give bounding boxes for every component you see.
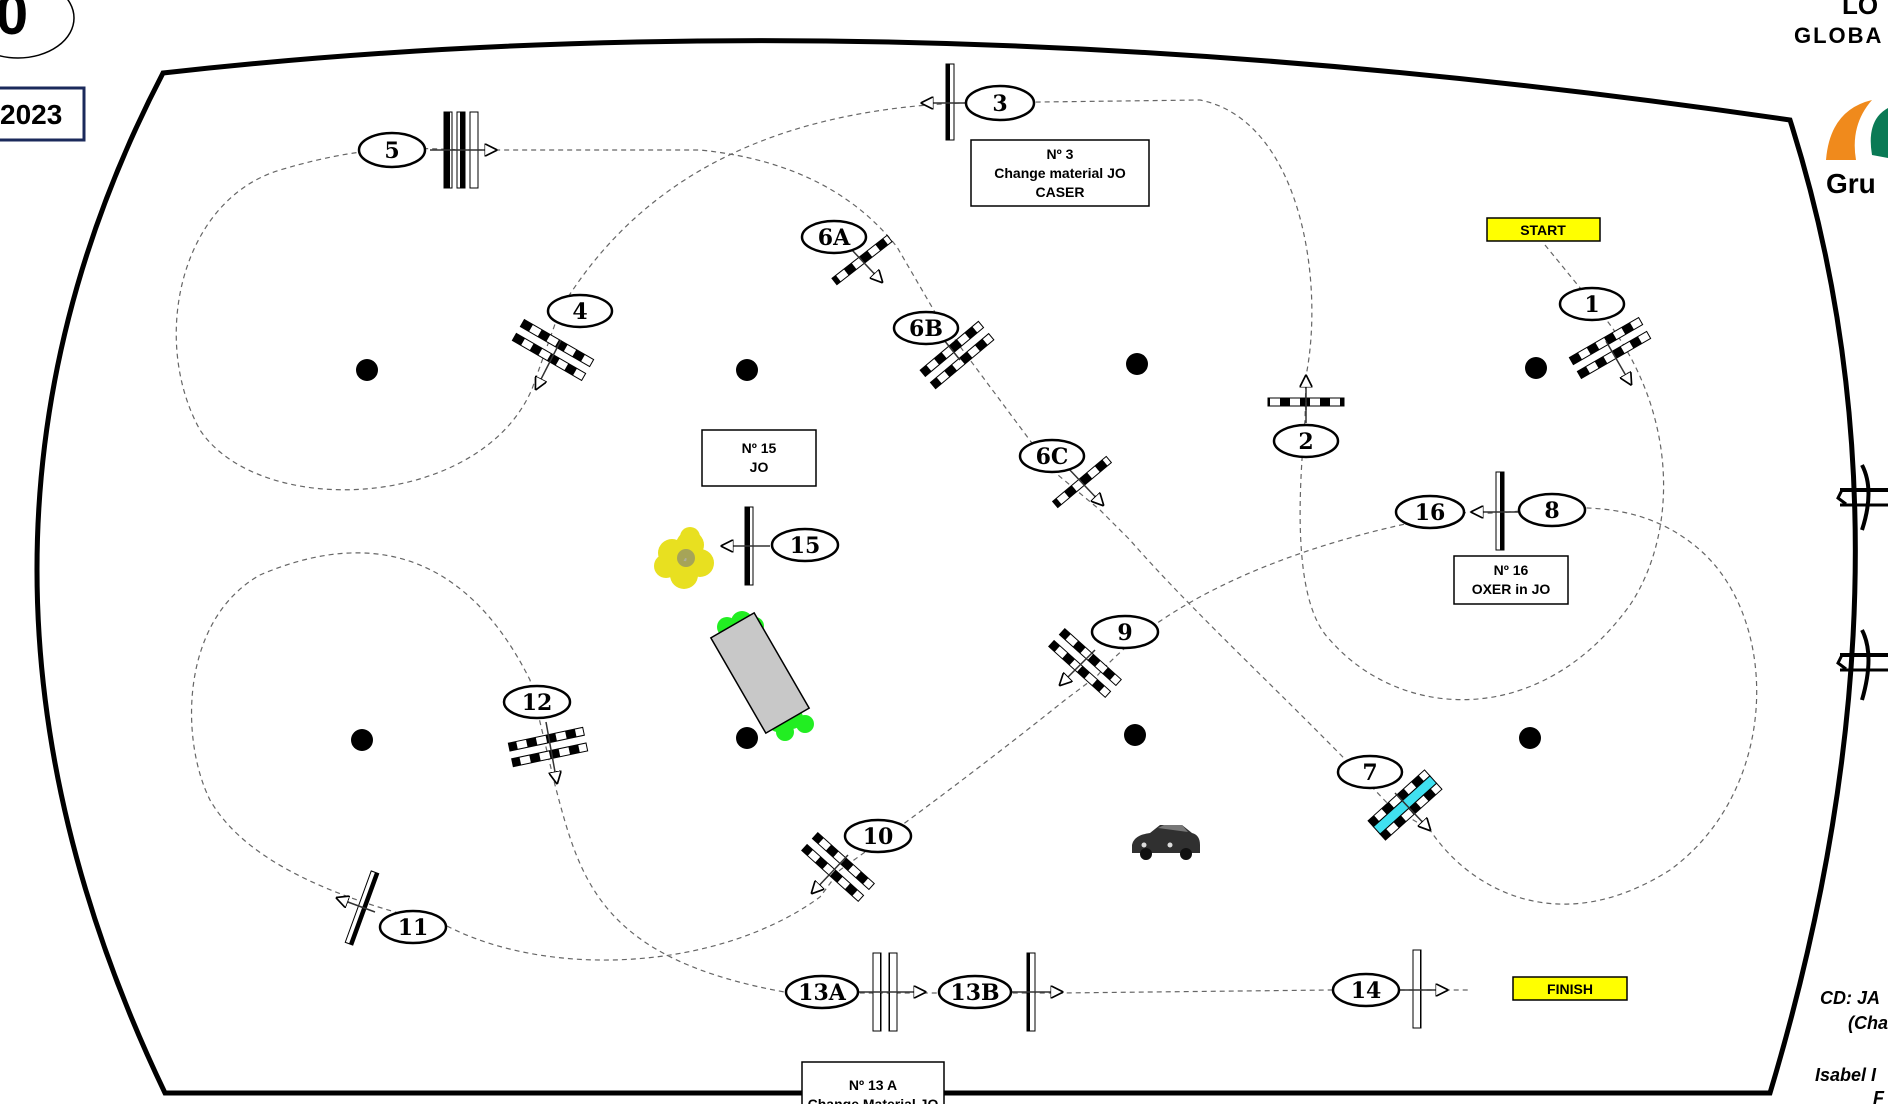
jump-9: 9: [1048, 614, 1160, 699]
center-point: [356, 359, 378, 381]
arena-boundary: [34, 38, 1858, 1096]
center-point: [736, 727, 758, 749]
start-box: [1486, 217, 1601, 242]
jump-label: 4: [572, 299, 587, 325]
jump-label: 16: [1415, 500, 1446, 526]
note-line: CASER: [1035, 184, 1084, 200]
designer-credits: CD: JA (Cha Isabel I F: [1815, 988, 1888, 1104]
jump-label: 3: [992, 91, 1007, 117]
exit-gate-lower: [1836, 629, 1888, 701]
jump-6c: 6C: [1018, 438, 1113, 509]
jump-4: 4: [511, 293, 614, 389]
jump-5: 5: [357, 111, 496, 189]
jump-label: 6B: [909, 316, 943, 342]
riding-route: [175, 99, 1758, 994]
center-point: [736, 359, 758, 381]
exit-gate-upper: [1836, 464, 1888, 531]
jump-6a: 6A: [800, 219, 893, 286]
jump-6b: 6B: [892, 310, 995, 390]
note-jump-15: Nº 15 JO: [701, 429, 817, 487]
sponsor-logo: Gru: [1826, 100, 1888, 199]
note-line: Change Material JO: [808, 1096, 939, 1104]
round-label: 0: [0, 0, 28, 47]
round-badge: 0: [0, 0, 75, 59]
jump-10: 10: [801, 818, 913, 903]
jump-label: 2: [1298, 429, 1313, 455]
jump-label: 11: [398, 915, 429, 941]
credit-line: F: [1873, 1088, 1885, 1104]
note-jump-16: Nº 16 OXER in JO: [1453, 555, 1569, 605]
jump-12: 12: [502, 684, 589, 783]
jump-label: 15: [790, 533, 821, 559]
finish-box: [1512, 976, 1628, 1001]
jump-15: 15: [722, 506, 840, 586]
finish-marker: FINISH: [1512, 976, 1628, 1001]
credit-line: CD: JA: [1820, 988, 1880, 1008]
jump-label: 6C: [1036, 444, 1069, 470]
arena-center-points: [351, 353, 1547, 751]
year-badge: 2023: [0, 86, 86, 142]
jump-13a: 13A: [784, 952, 925, 1032]
note-line: Nº 3: [1047, 146, 1074, 162]
note-jump-13a: Nº 13 A Change Material JO: [801, 1061, 945, 1104]
note-line: Change material JO: [994, 165, 1126, 181]
center-point: [1519, 727, 1541, 749]
car-icon: [1132, 825, 1200, 860]
note-line: Nº 13 A: [849, 1077, 897, 1093]
jump-14: 14: [1331, 949, 1447, 1029]
jump-7: 7: [1336, 754, 1443, 841]
note-line: Nº 16: [1494, 562, 1529, 578]
center-point: [1126, 353, 1148, 375]
jump-label: 13B: [950, 980, 999, 1006]
jump-11: 11: [337, 870, 448, 946]
jump-label: 10: [863, 824, 894, 850]
center-point: [351, 729, 373, 751]
jump-label: 12: [522, 690, 553, 716]
brand-line: LO: [1842, 0, 1878, 20]
start-marker: START: [1486, 217, 1601, 242]
note-line: OXER in JO: [1472, 581, 1551, 597]
jump-label: 13A: [798, 980, 847, 1006]
note-line: JO: [750, 459, 769, 475]
sponsor-text: Gru: [1826, 168, 1876, 199]
start-label: START: [1520, 222, 1566, 238]
jump-2: 2: [1267, 376, 1345, 459]
year-label: 2023: [0, 99, 62, 130]
jump-label: 9: [1117, 620, 1132, 646]
jump-label: 14: [1351, 978, 1382, 1004]
water-jump-tray: [709, 611, 814, 741]
center-point: [1525, 357, 1547, 379]
flower-pot: [654, 527, 714, 589]
brand-logo: LO GLOBA: [1794, 0, 1883, 48]
note-line: Nº 15: [742, 440, 777, 456]
jump-label: 5: [384, 138, 399, 164]
brand-line: GLOBA: [1794, 23, 1883, 48]
finish-label: FINISH: [1547, 981, 1593, 997]
jump-label: 8: [1544, 498, 1559, 524]
credit-line: (Cha: [1848, 1013, 1888, 1033]
jump-label: 1: [1584, 292, 1599, 318]
credit-line: Isabel I: [1815, 1065, 1877, 1085]
note-jump-3: Nº 3 Change material JO CASER: [970, 139, 1150, 207]
jump-13b: 13B: [937, 952, 1062, 1032]
center-point: [1124, 724, 1146, 746]
jump-label: 7: [1362, 760, 1377, 786]
jump-8-16: 8 16: [1394, 471, 1587, 551]
jump-label: 6A: [818, 225, 851, 251]
jump-3: 3: [922, 63, 1036, 141]
jump-1: 1: [1558, 286, 1652, 404]
